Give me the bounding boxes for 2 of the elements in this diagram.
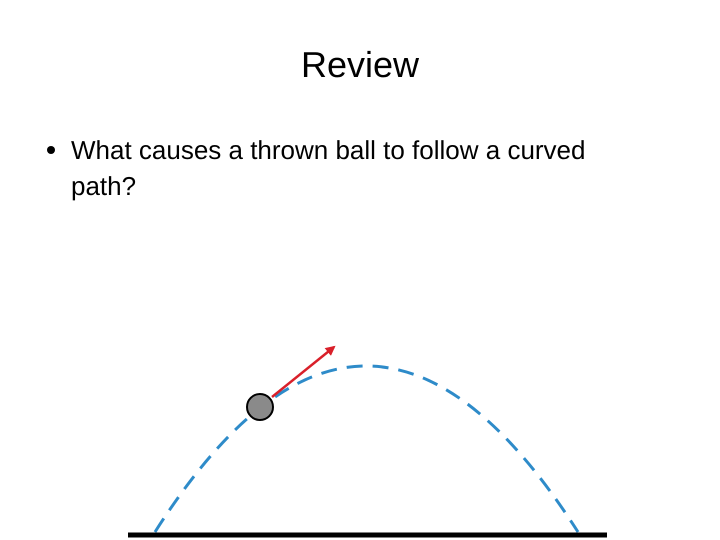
question-text: What causes a thrown ball to follow a curved path? [71,135,586,201]
slide-title: Review [300,44,420,86]
